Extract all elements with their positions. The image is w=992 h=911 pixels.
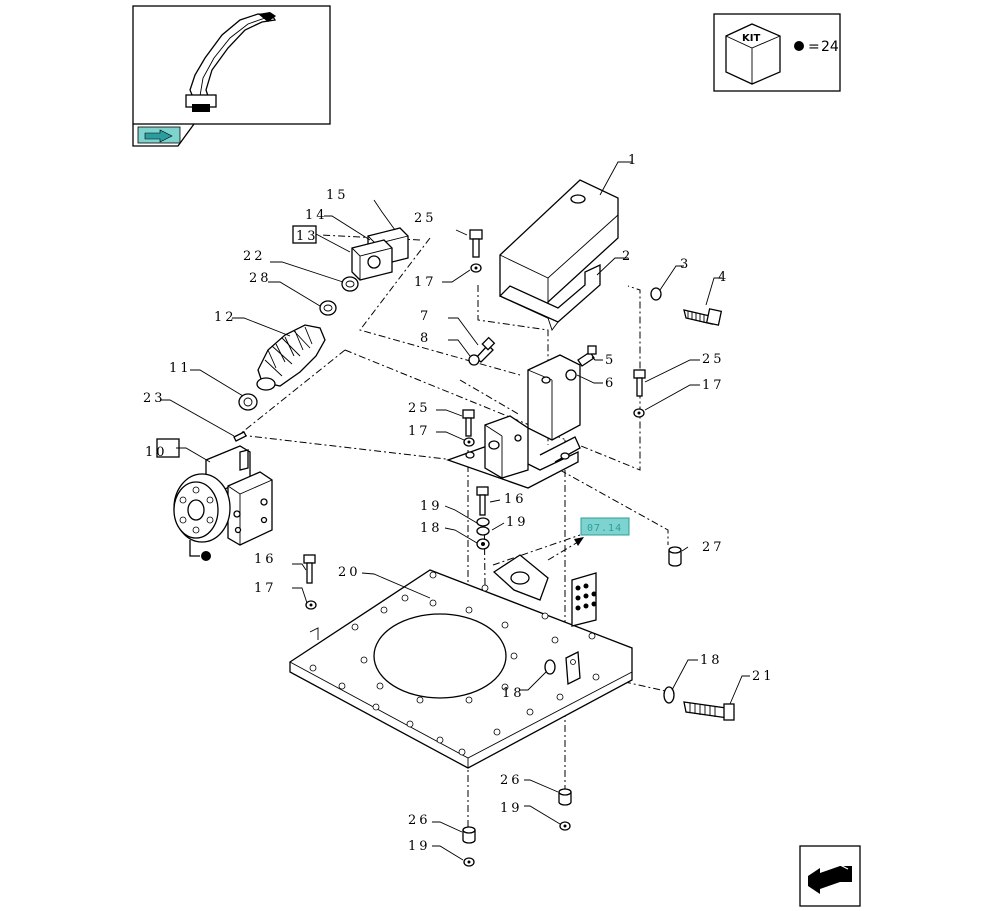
- callout-17-top: 17: [414, 275, 437, 290]
- washer-17-center[interactable]: [463, 437, 475, 447]
- kit-box-icon: [725, 23, 781, 85]
- callout-19-center-left: 19: [420, 499, 443, 514]
- kit-quantity: 24: [821, 39, 839, 55]
- callout-25-center: 25: [408, 401, 431, 416]
- washer-8[interactable]: [468, 354, 480, 366]
- callout-17-center: 17: [408, 424, 431, 439]
- washer-28[interactable]: [319, 300, 337, 316]
- overview-thumbnail: [132, 5, 331, 147]
- spacer-27[interactable]: [668, 546, 682, 567]
- cover-bracket[interactable]: [498, 263, 601, 331]
- bolt-21[interactable]: [683, 701, 735, 721]
- washer-17-left[interactable]: [305, 600, 317, 610]
- washer-19-center[interactable]: [476, 517, 490, 536]
- callout-7: 7: [420, 309, 431, 324]
- callout-25-top: 25: [414, 211, 437, 226]
- kit-legend: KIT = 24: [713, 13, 841, 92]
- callout-18-right: 18: [700, 653, 723, 668]
- control-valve-10[interactable]: [173, 445, 273, 546]
- callout-15: 15: [326, 188, 349, 203]
- bolt-25-top[interactable]: [469, 229, 483, 258]
- callout-12: 12: [214, 310, 237, 325]
- washer-17-top[interactable]: [470, 263, 482, 273]
- clamp-block-14[interactable]: [351, 239, 393, 281]
- callout-labels: 1 2 3 4 5 6 7 8 10 11 12 13 14 15 16 16 …: [143, 153, 775, 854]
- spacer-26-left[interactable]: [462, 826, 476, 844]
- bolt-16-left[interactable]: [303, 554, 316, 584]
- washer-18-center[interactable]: [476, 538, 490, 550]
- callout-5: 5: [605, 353, 616, 368]
- pin-23[interactable]: [233, 431, 247, 442]
- base-plate-center-hole: [373, 613, 507, 699]
- bolt-16-center[interactable]: [476, 486, 489, 516]
- callout-16-left: 16: [254, 552, 277, 567]
- washer-18-plate[interactable]: [544, 659, 556, 675]
- callout-8: 8: [420, 331, 431, 346]
- callout-28: 28: [249, 271, 272, 286]
- washer-6[interactable]: [565, 369, 577, 381]
- callout-1: 1: [628, 153, 639, 168]
- callout-25-right: 25: [702, 352, 725, 367]
- washer-11[interactable]: [238, 393, 258, 411]
- callout-10-box: [156, 438, 180, 458]
- callout-4: 4: [718, 270, 729, 285]
- callout-6: 6: [605, 376, 616, 391]
- navigate-back-button[interactable]: [799, 845, 861, 907]
- kit-equals: =: [808, 39, 820, 55]
- callout-27: 27: [702, 540, 725, 555]
- callout-3: 3: [680, 257, 691, 272]
- callout-13-box: [292, 225, 317, 244]
- bolt-5[interactable]: [577, 345, 597, 367]
- washer-22[interactable]: [341, 276, 359, 292]
- callout-26-right: 26: [500, 773, 523, 788]
- bolt-25-right[interactable]: [633, 369, 646, 397]
- bolt-4[interactable]: [683, 308, 723, 326]
- callout-11: 11: [169, 361, 192, 376]
- spacer-26-right[interactable]: [558, 788, 572, 806]
- callout-19-right: 19: [500, 801, 523, 816]
- callout-16-center: 16: [504, 492, 527, 507]
- callout-13: 13: [296, 229, 319, 244]
- kit-marker-bullet-icon: [201, 551, 211, 561]
- callout-18-center: 18: [420, 521, 443, 536]
- callout-19-left: 19: [408, 839, 431, 854]
- callout-21: 21: [752, 669, 775, 684]
- bolt-7[interactable]: [475, 336, 496, 363]
- washer-18-right[interactable]: [663, 686, 675, 704]
- callout-22: 22: [243, 249, 266, 264]
- joystick-arm-icon: [185, 12, 277, 112]
- reference-label: 07.14: [587, 523, 622, 534]
- callout-18-plate: 18: [502, 686, 525, 701]
- kit-label: KIT: [742, 33, 760, 44]
- reference-arrow-icon: [574, 537, 584, 546]
- reference-07-14-link[interactable]: 07.14: [580, 517, 630, 536]
- leader-lines: [160, 161, 750, 861]
- callout-23: 23: [143, 391, 166, 406]
- bolt-25-center[interactable]: [462, 409, 475, 437]
- callout-19-center-right: 19: [506, 515, 529, 530]
- washer-19-left[interactable]: [463, 857, 475, 867]
- callout-26-left: 26: [408, 813, 431, 828]
- kit-bullet-icon: [794, 41, 804, 51]
- washer-17-right[interactable]: [633, 408, 645, 418]
- bellows-boot-12[interactable]: [256, 324, 326, 391]
- callout-2: 2: [622, 249, 633, 264]
- kit-marker-leader: [189, 540, 200, 557]
- callout-17-left: 17: [254, 581, 277, 596]
- callout-10: 10: [145, 445, 168, 460]
- callout-17-right: 17: [702, 378, 725, 393]
- navigate-forward-button[interactable]: [137, 126, 181, 144]
- base-plate[interactable]: [289, 554, 633, 769]
- callout-20: 20: [338, 565, 361, 580]
- lock-washer-3[interactable]: [650, 287, 662, 301]
- callout-14: 14: [305, 208, 328, 223]
- washer-19-right[interactable]: [559, 821, 571, 831]
